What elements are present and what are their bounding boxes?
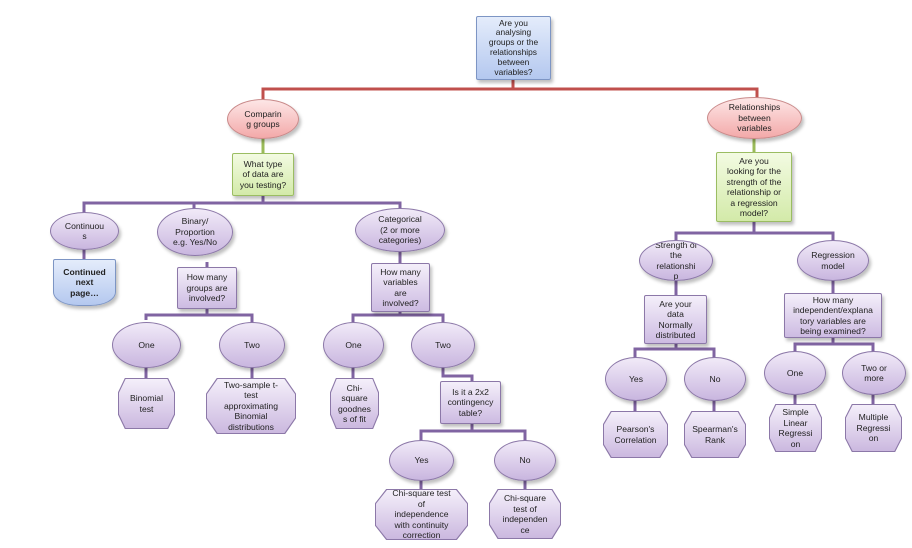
- binomial-test-box: Binomial test: [118, 378, 175, 429]
- normally-distributed-question-box: Are your data Normally distributed: [644, 295, 707, 344]
- categorical-one-ellipse: One: [323, 322, 384, 368]
- comparing-groups-ellipse: Comparin g groups: [227, 99, 299, 139]
- chi-square-goodness-of-fit-box: Chi- square goodnes s of fit: [330, 378, 379, 429]
- pearsons-correlation-box: Pearson's Correlation: [603, 411, 668, 458]
- pearsons-correlation-label: Pearson's Correlation: [604, 412, 667, 457]
- two-sample-t-test-label: Two-sample t- test approximating Binomia…: [207, 379, 295, 433]
- variables-involved-question-box: How many variables are involved?: [371, 263, 430, 312]
- binary-two-ellipse: Two: [219, 322, 285, 368]
- spearmans-rank-label: Spearman's Rank: [685, 412, 745, 457]
- root-question-box: Are you analysing groups or the relation…: [476, 16, 551, 80]
- two-sample-t-test-box: Two-sample t- test approximating Binomia…: [206, 378, 296, 434]
- contingency-table-question-box: Is it a 2x2 contingency table?: [440, 381, 501, 424]
- groups-involved-question-box: How many groups are involved?: [177, 267, 237, 309]
- chi-square-continuity-correction-label: Chi-square test of independence with con…: [376, 490, 467, 539]
- regression-one-ellipse: One: [764, 351, 826, 395]
- continuous-ellipse: Continuou s: [50, 212, 119, 250]
- strength-of-relationship-ellipse: Strength of the relationshi p: [639, 240, 713, 281]
- normal-no-ellipse: No: [684, 357, 746, 401]
- binary-one-ellipse: One: [112, 322, 181, 368]
- data-type-question-box: What type of data are you testing?: [232, 153, 294, 196]
- normal-yes-ellipse: Yes: [605, 357, 667, 401]
- explanatory-variables-question-box: How many independent/explana tory variab…: [784, 293, 882, 338]
- continued-next-page-box: Continued next page…: [53, 259, 116, 306]
- categorical-ellipse: Categorical (2 or more categories): [355, 208, 445, 252]
- multiple-regression-label: Multiple Regressi on: [846, 405, 901, 451]
- chi-square-continuity-correction-box: Chi-square test of independence with con…: [375, 489, 468, 540]
- binomial-test-label: Binomial test: [119, 379, 174, 428]
- contingency-no-ellipse: No: [494, 440, 556, 481]
- chi-square-independence-box: Chi-square test of independen ce: [489, 489, 561, 539]
- chi-square-goodness-of-fit-label: Chi- square goodnes s of fit: [331, 379, 378, 428]
- spearmans-rank-box: Spearman's Rank: [684, 411, 746, 458]
- contingency-yes-ellipse: Yes: [389, 440, 454, 481]
- simple-linear-regression-label: Simple Linear Regressi on: [770, 405, 821, 451]
- strength-or-model-question-box: Are you looking for the strength of the …: [716, 152, 792, 222]
- relationships-ellipse: Relationships between variables: [707, 97, 802, 139]
- multiple-regression-box: Multiple Regressi on: [845, 404, 902, 452]
- categorical-two-ellipse: Two: [411, 322, 475, 368]
- regression-model-ellipse: Regression model: [797, 240, 869, 281]
- chi-square-independence-label: Chi-square test of independen ce: [490, 490, 560, 538]
- regression-two-or-more-ellipse: Two or more: [842, 351, 906, 395]
- binary-proportion-ellipse: Binary/ Proportion e.g. Yes/No: [157, 208, 233, 256]
- simple-linear-regression-box: Simple Linear Regressi on: [769, 404, 822, 452]
